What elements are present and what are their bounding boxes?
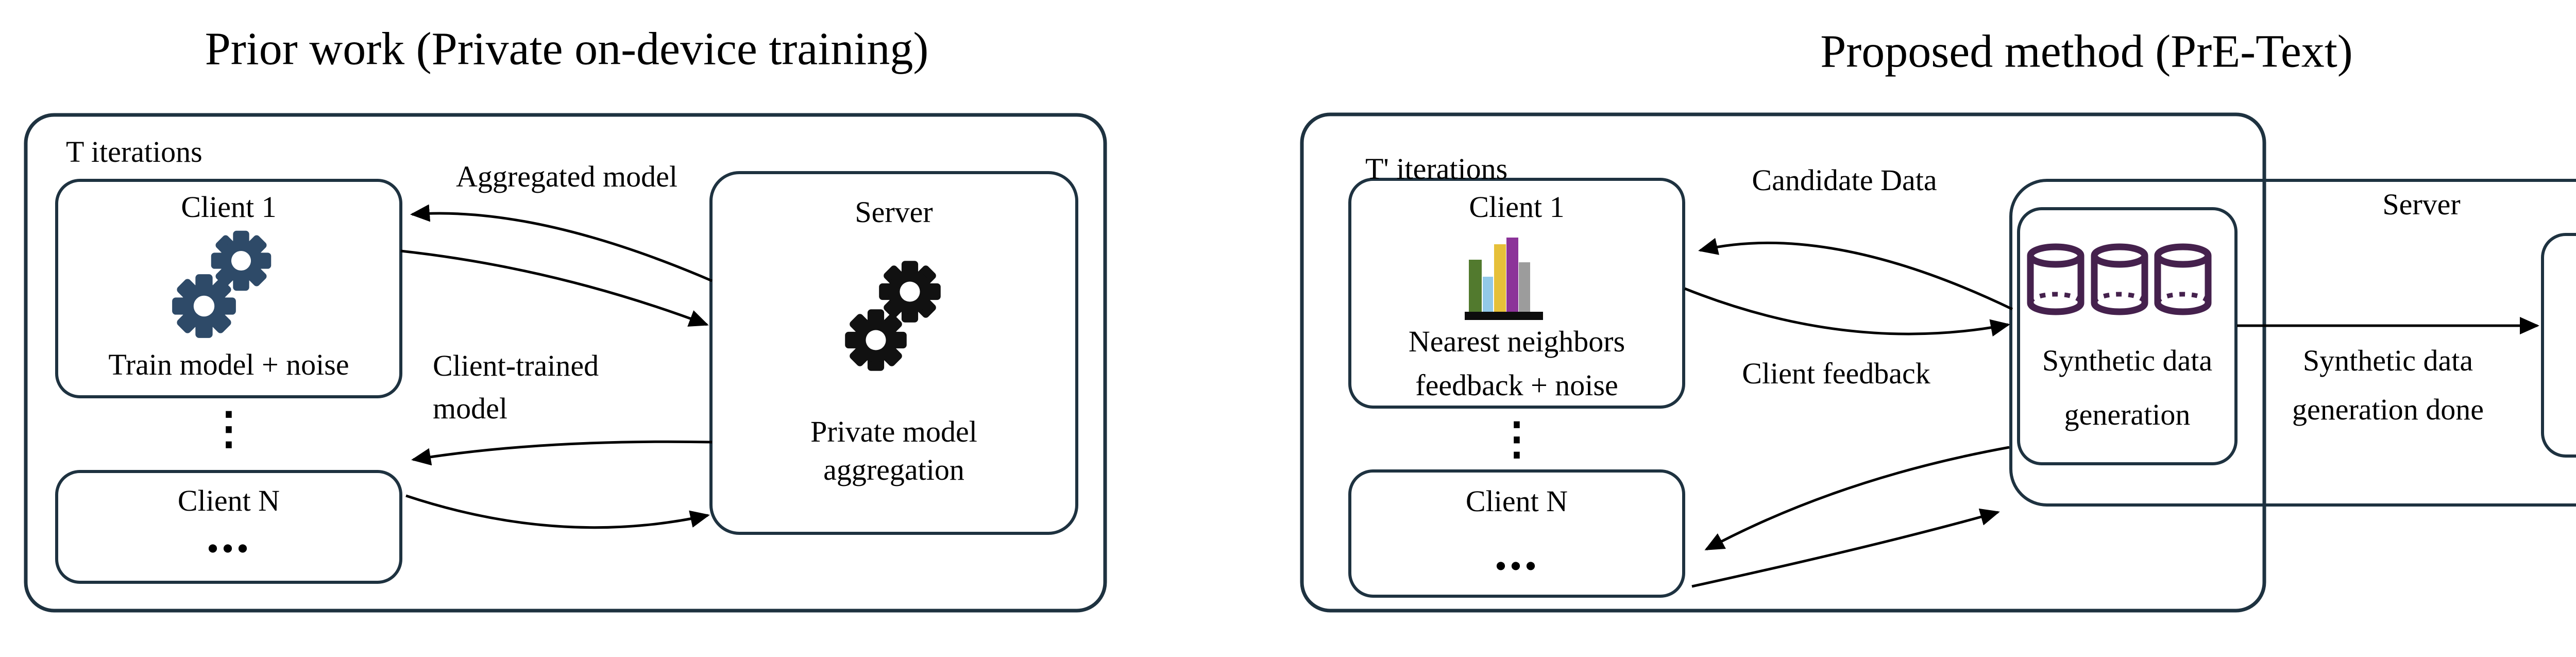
left-arrows — [400, 204, 713, 529]
left-client1-box — [55, 179, 402, 398]
right-client1-caption-line2: feedback + noise — [1415, 368, 1618, 402]
bar-baseline — [1465, 312, 1543, 320]
database-cylinders-icon — [2030, 247, 2208, 312]
synthetic-caption-line2: generation — [2064, 398, 2191, 432]
right-panel-title: Proposed method (PrE-Text) — [1820, 26, 2353, 77]
synthetic-caption-line1: Synthetic data — [2042, 344, 2213, 378]
bar-purple — [1506, 238, 1518, 312]
left-clientN-title: Client N — [177, 484, 280, 518]
aggregated-model-arrow — [410, 204, 713, 282]
client-trained-model-arrow — [400, 249, 709, 327]
synthetic-data-box — [2017, 207, 2238, 465]
downstream-box — [2541, 233, 2576, 458]
bar-green — [1469, 260, 1482, 312]
right-clientN-ellipsis: ... — [1494, 524, 1539, 581]
generation-done-label-line1: Synthetic data — [2302, 344, 2473, 378]
right-clientN-box — [1348, 469, 1685, 598]
client-feedback-label: Client feedback — [1742, 357, 1930, 391]
left-clientN-box — [55, 470, 402, 584]
client-trained-label-line1: Client-trained — [433, 349, 599, 383]
bar-blue — [1483, 277, 1493, 312]
right-server-box — [2009, 179, 2576, 507]
aggregated-model-label: Aggregated model — [455, 160, 678, 194]
clientN-to-server-arrow — [405, 494, 710, 529]
left-server-box — [709, 171, 1078, 535]
bar-gold — [1494, 244, 1506, 312]
left-client1-title: Client 1 — [181, 190, 277, 224]
synthetic-to-clientN-arrow — [1704, 446, 2010, 551]
right-client1-caption-line1: Nearest neighbors — [1408, 325, 1625, 359]
right-iterations-box — [1300, 112, 2266, 613]
left-iterations-box — [24, 113, 1107, 613]
right-client1-box — [1348, 178, 1685, 409]
clientN-to-synthetic-arrow — [1691, 508, 2000, 588]
gears-icon — [845, 261, 941, 371]
bar-gray — [1519, 262, 1530, 312]
client-trained-label-line2: model — [433, 392, 507, 426]
right-clientN-title: Client N — [1465, 484, 1568, 518]
client-feedback-arrow — [1684, 287, 2010, 336]
right-arrows — [1684, 238, 2539, 588]
left-panel-title: Prior work (Private on-device training) — [205, 23, 929, 75]
gears-icon — [172, 230, 272, 338]
left-iterations-label: T iterations — [66, 135, 202, 169]
left-vertical-ellipsis: ⋮ — [207, 403, 251, 453]
right-server-title: Server — [2382, 188, 2461, 222]
bar-chart-icon — [1465, 238, 1543, 320]
left-clientN-ellipsis: ... — [206, 506, 251, 563]
left-server-caption-line1: Private model — [810, 415, 977, 449]
generation-done-label-line2: generation done — [2292, 393, 2484, 427]
left-client1-caption: Train model + noise — [108, 348, 349, 382]
left-server-title: Server — [855, 195, 933, 229]
left-server-caption-line2: aggregation — [823, 453, 964, 487]
candidate-data-arrow — [1698, 238, 2013, 311]
right-client1-title: Client 1 — [1469, 190, 1565, 224]
server-to-clientN-arrow — [411, 440, 713, 466]
right-iterations-label: T' iterations — [1365, 152, 1508, 186]
candidate-data-label: Candidate Data — [1752, 163, 1937, 197]
right-vertical-ellipsis: ⋮ — [1495, 414, 1539, 464]
